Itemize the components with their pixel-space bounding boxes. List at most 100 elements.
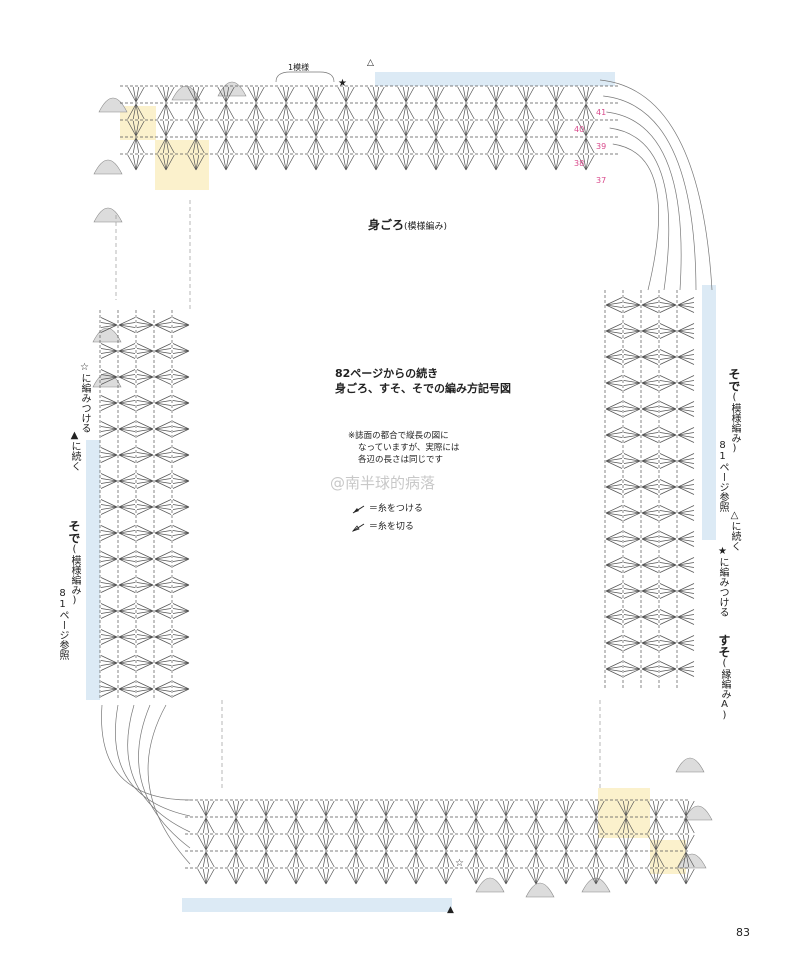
gray-shell <box>475 877 505 893</box>
fan-stitch <box>641 531 659 547</box>
fan-stitch <box>647 800 665 817</box>
fan-stitch <box>172 525 190 541</box>
fan-stitch <box>227 851 245 868</box>
fan-stitch <box>437 851 455 868</box>
fan-stitch <box>517 120 535 137</box>
fan-stitch <box>677 635 695 651</box>
fan-stitch <box>457 86 475 103</box>
row-number: 37 <box>596 176 607 185</box>
fan-stitch <box>337 154 355 171</box>
fan-stitch <box>154 551 172 567</box>
fan-stitch <box>437 817 455 834</box>
fan-stitch <box>172 343 190 359</box>
fan-stitch <box>487 86 505 103</box>
fan-stitch <box>172 681 190 697</box>
fan-stitch <box>407 868 425 885</box>
fan-stitch <box>136 369 154 385</box>
fan-stitch <box>659 635 677 651</box>
fan-stitch <box>647 868 665 885</box>
fan-stitch <box>623 505 641 521</box>
fan-stitch <box>617 817 635 834</box>
fan-stitch <box>227 834 245 851</box>
fan-stitch <box>659 349 677 365</box>
shaded-areas <box>86 72 716 912</box>
fan-stitch <box>677 479 695 495</box>
fan-stitch <box>227 800 245 817</box>
left-sleeve-title: そで <box>67 520 81 544</box>
fan-stitch <box>187 120 205 137</box>
fan-stitch <box>467 868 485 885</box>
fan-stitch <box>136 577 154 593</box>
page-number: 83 <box>736 926 750 939</box>
fan-stitch <box>247 103 265 120</box>
fan-stitch <box>587 834 605 851</box>
tri-filled-marker: ▲ <box>447 905 454 915</box>
fan-stitch <box>617 851 635 868</box>
fan-stitch <box>317 851 335 868</box>
fan-stitch <box>677 868 695 885</box>
fan-stitch <box>659 375 677 391</box>
fan-stitch <box>659 609 677 625</box>
fan-stitch <box>172 499 190 515</box>
fan-stitch <box>127 154 145 171</box>
fan-stitch <box>118 629 136 645</box>
fan-stitch <box>659 661 677 677</box>
fan-stitch <box>277 120 295 137</box>
fan-stitch <box>605 661 623 677</box>
corner-curve <box>115 704 191 817</box>
fan-stitch <box>217 86 235 103</box>
fan-stitch <box>397 137 415 154</box>
left-sleeve-ref: 81ページ参照 <box>57 588 68 660</box>
fan-stitch <box>377 851 395 868</box>
fan-stitch <box>659 479 677 495</box>
fan-stitch <box>100 421 118 437</box>
fan-stitch <box>517 137 535 154</box>
gray-shell <box>92 327 122 343</box>
right-blue-band <box>702 285 716 540</box>
right-hem-sub: (縁編みA) <box>719 658 730 721</box>
corner-curve <box>603 95 697 291</box>
fan-stitch <box>527 868 545 885</box>
fan-stitch <box>154 421 172 437</box>
fan-stitch <box>641 401 659 417</box>
note: ※誌面の都合で縦長の図に なっていますが、実際には 各辺の長さは同じです <box>348 430 459 466</box>
fan-stitch <box>277 137 295 154</box>
fan-stitch <box>623 349 641 365</box>
cut-yarn-icon <box>351 523 365 532</box>
fan-stitch <box>623 453 641 469</box>
fan-stitch <box>641 609 659 625</box>
fan-stitch <box>677 609 695 625</box>
fan-stitch <box>557 817 575 834</box>
stitch-grid <box>99 85 695 885</box>
fan-stitch <box>623 375 641 391</box>
fan-stitch <box>467 800 485 817</box>
fan-stitch <box>100 447 118 463</box>
fan-stitch <box>247 120 265 137</box>
fan-stitch <box>187 86 205 103</box>
fan-stitch <box>547 154 565 171</box>
fan-stitch <box>487 120 505 137</box>
left-continue-note: ▲に続く <box>69 430 80 471</box>
fan-stitch <box>118 499 136 515</box>
fan-stitch <box>659 583 677 599</box>
fan-stitch <box>347 868 365 885</box>
fan-stitch <box>337 137 355 154</box>
fan-stitch <box>605 375 623 391</box>
fan-stitch <box>677 323 695 339</box>
continuation-line2: 身ごろ、すそ、そでの編み方記号図 <box>335 382 511 395</box>
note-line3: 各辺の長さは同じです <box>358 455 444 465</box>
fan-stitch <box>100 577 118 593</box>
fan-stitch <box>136 603 154 619</box>
fan-stitch <box>457 103 475 120</box>
fan-stitch <box>605 401 623 417</box>
fan-stitch <box>154 603 172 619</box>
corner-curves <box>101 71 713 865</box>
fan-stitch <box>605 505 623 521</box>
fan-stitch <box>247 137 265 154</box>
fan-stitch <box>197 800 215 817</box>
body-title-sub: (模様編み) <box>404 222 448 232</box>
fan-stitch <box>577 120 595 137</box>
fan-stitch <box>100 369 118 385</box>
fan-stitch <box>641 375 659 391</box>
fan-stitch <box>497 800 515 817</box>
